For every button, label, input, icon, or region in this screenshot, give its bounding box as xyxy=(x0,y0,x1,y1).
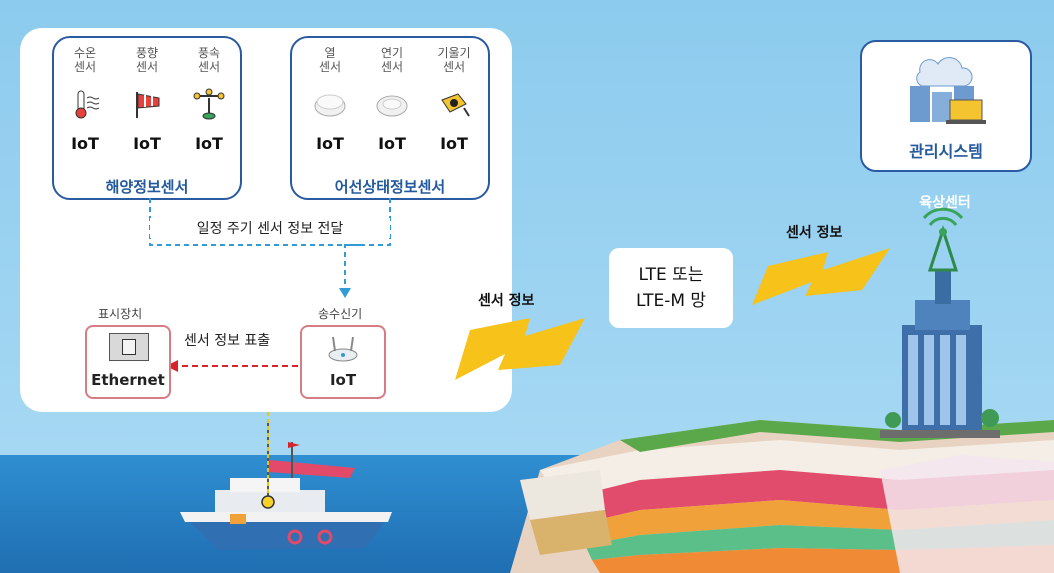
management-system-box: 관리시스템 xyxy=(860,40,1032,172)
tilt-sensor-label: 기울기 센서 xyxy=(437,46,471,74)
network-line2: LTE-M 망 xyxy=(635,291,707,311)
network-line1: LTE 또는 xyxy=(638,265,704,285)
heat-sensor-label: 열 센서 xyxy=(318,46,342,74)
water-temp-sensor-label: 수온 센서 xyxy=(73,46,97,74)
smoke-sensor-label: 연기 센서 xyxy=(380,46,404,74)
heat-iot-tag: IoT xyxy=(316,134,344,153)
right-lightning-bolt xyxy=(752,248,890,305)
lte-network-box: LTE 또는 LTE-M 망 xyxy=(609,248,733,328)
marine-group-title: 해양정보센서 xyxy=(105,178,189,196)
wind-speed-sensor-label: 풍속 센서 xyxy=(197,46,221,74)
display-device-box: Ethernet xyxy=(85,325,171,399)
periodic-transfer-label: 일정 주기 센서 정보 전달 xyxy=(150,218,390,238)
coastal-cliff xyxy=(510,420,1054,573)
smoke-iot-tag: IoT xyxy=(378,134,406,153)
vessel-group-title: 어선상태정보센서 xyxy=(334,178,446,196)
periodic-dashed-line xyxy=(149,198,391,290)
tilt-sensor-icon xyxy=(438,88,470,120)
fishing-boat xyxy=(180,412,392,550)
right-bolt-label: 센서 정보 xyxy=(786,225,843,241)
down-arrowhead xyxy=(339,288,351,298)
left-bolt-label: 센서 정보 xyxy=(478,293,535,309)
smoke-sensor-icon xyxy=(376,88,408,120)
anemometer-icon xyxy=(193,88,225,120)
vessel-sensor-group xyxy=(290,36,490,200)
water-temp-iot-tag: IoT xyxy=(71,134,99,153)
windsock-icon xyxy=(131,88,163,120)
wind-speed-iot-tag: IoT xyxy=(195,134,223,153)
transceiver-box: IoT xyxy=(300,325,386,399)
wind-direction-sensor-label: 풍향 센서 xyxy=(135,46,159,74)
land-tower xyxy=(880,207,1000,438)
display-icon xyxy=(109,333,149,361)
server-cloud-icon xyxy=(910,57,986,124)
display-device-label: Ethernet xyxy=(91,371,165,389)
transceiver-label: IoT xyxy=(329,371,357,389)
router-icon xyxy=(328,336,358,362)
wind-direction-iot-tag: IoT xyxy=(133,134,161,153)
display-arrow-label: 센서 정보 표출 xyxy=(184,333,271,349)
heat-sensor-icon xyxy=(314,88,346,120)
tilt-iot-tag: IoT xyxy=(440,134,468,153)
land-center-label: 육상센터 xyxy=(919,195,971,211)
left-lightning-bolt xyxy=(455,318,585,380)
management-title: 관리시스템 xyxy=(909,142,983,161)
left-arrowhead xyxy=(166,360,178,372)
thermometer-icon xyxy=(69,88,101,120)
display-device-title: 표시장치 xyxy=(98,307,143,321)
transceiver-title: 송수신기 xyxy=(318,307,363,321)
